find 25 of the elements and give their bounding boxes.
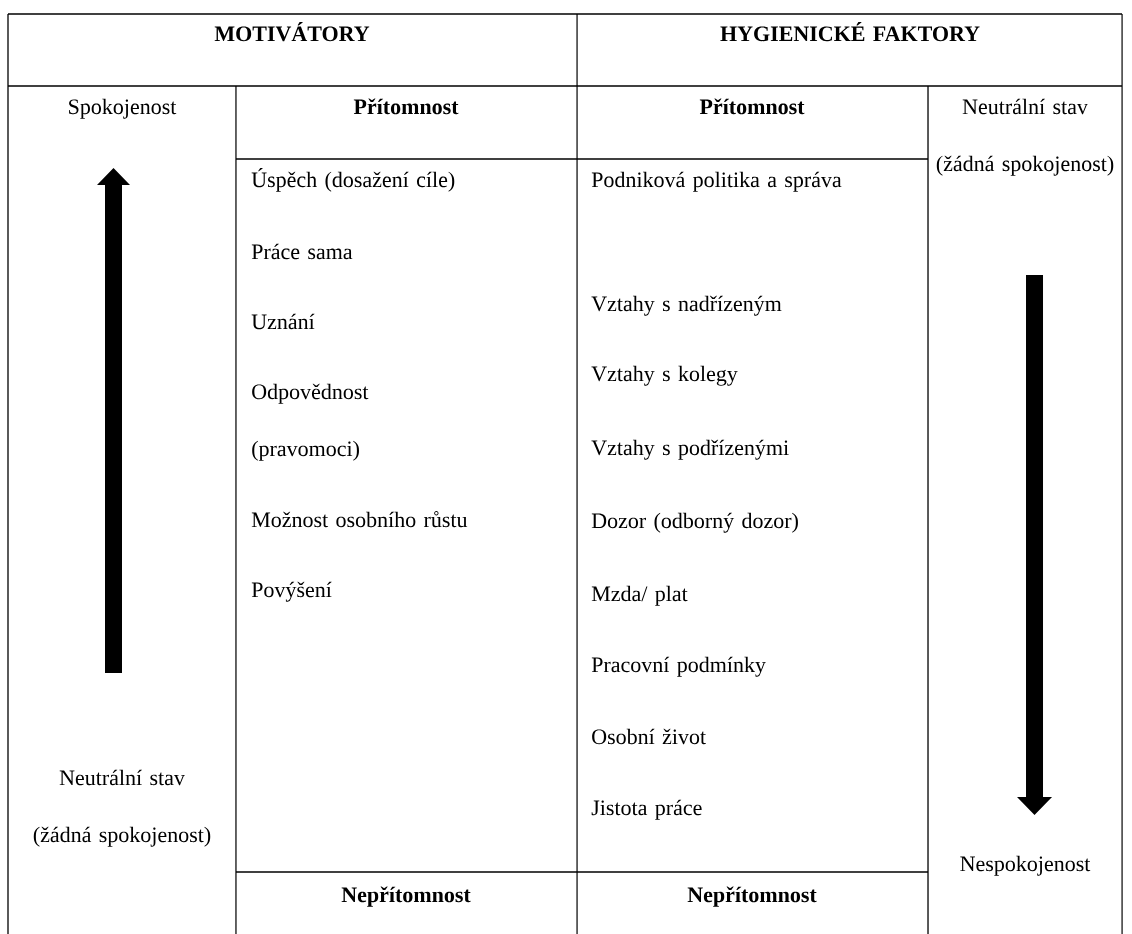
list-item: Práce sama (251, 243, 353, 260)
list-item: Odpovědnost (pravomoci) (252, 383, 369, 461)
column-heading: MOTIVÁTORY (214, 22, 370, 42)
list-item: Možnost osobního růstu (251, 511, 468, 528)
list-item: Vztahy s nadřízeným (591, 295, 782, 316)
list-item: Pracovní podmínky (591, 656, 766, 677)
row-heading: Přítomnost (699, 98, 805, 115)
row-heading: Přítomnost (353, 98, 459, 115)
list-item: Jistota práce (591, 799, 702, 820)
list-item: Povýšení (251, 581, 332, 602)
scale-label: Spokojenost (69, 98, 177, 119)
list-item: Mzda/ plat (591, 585, 688, 606)
list-item: Úspěch (dosažení cíle) (251, 168, 455, 192)
list-item: Osobní život (592, 728, 706, 745)
list-item: Vztahy s kolegy (591, 365, 738, 386)
list-item: Uznání (251, 313, 315, 330)
scale-label: Neutrální stav (žádná spokojenost) (33, 769, 211, 847)
list-item: Vztahy s podřízenými (591, 439, 789, 460)
list-item: Podniková politika a správa (591, 171, 842, 192)
list-item: Dozor (odborný dozor) (591, 512, 798, 533)
column-heading: HYGIENICKÉ FAKTORY (720, 22, 980, 42)
scale-label: Nespokojenost (960, 855, 1091, 876)
row-heading: Nepřítomnost (687, 886, 817, 907)
row-heading: Nepřítomnost (341, 886, 471, 907)
scale-label: Neutrální stav (žádná spokojenost) (936, 98, 1114, 176)
